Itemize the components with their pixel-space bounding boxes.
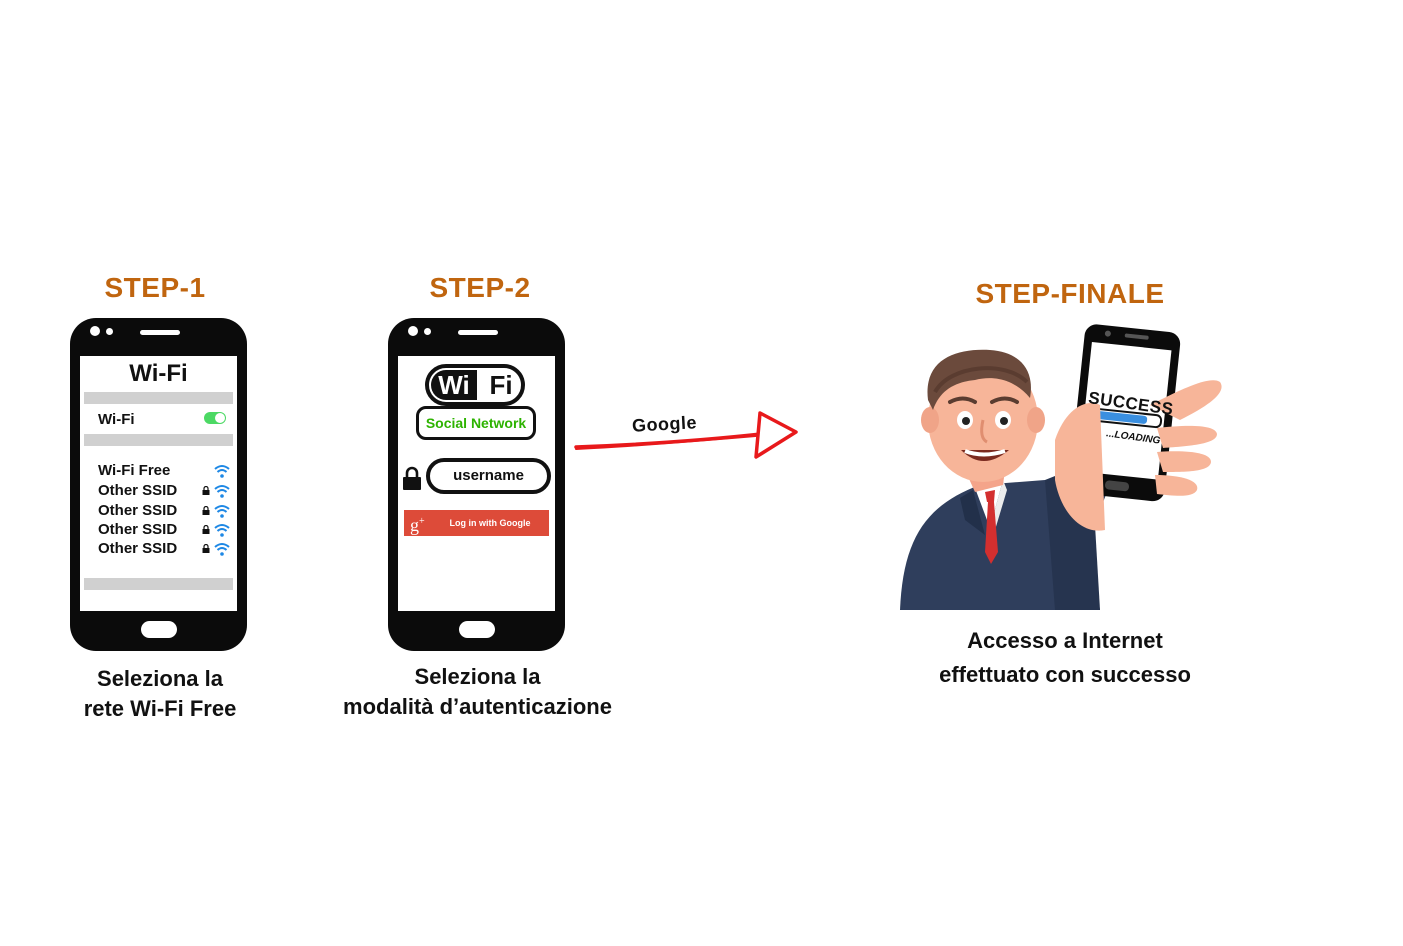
speaker <box>458 330 498 335</box>
home-button <box>141 621 177 638</box>
wifi-signal-icon <box>214 543 230 556</box>
network-item-other[interactable]: Other SSID <box>98 502 178 519</box>
wifi-signal-icon <box>214 505 230 518</box>
social-network-badge: Social Network <box>416 406 536 440</box>
divider-bar <box>84 578 233 590</box>
final-title: STEP-FINALE <box>975 278 1165 309</box>
network-item-other[interactable]: Other SSID <box>98 521 178 538</box>
step2-title: STEP-2 <box>429 272 531 303</box>
lock-icon <box>202 525 210 534</box>
caption-line: modalità d’autenticazione <box>343 694 612 719</box>
wifi-toggle[interactable] <box>204 412 226 424</box>
wifi-logo-fi: Fi <box>489 370 513 400</box>
camera-dot <box>90 326 100 336</box>
network-item-wifi-free[interactable]: Wi-Fi Free <box>98 462 171 479</box>
lock-icon <box>403 466 421 490</box>
google-login-button[interactable]: g+ Log in with Google <box>404 510 549 536</box>
lock-icon <box>202 486 210 495</box>
caption-line: Accesso a Internet <box>967 628 1163 653</box>
step1-phone: Wi-Fi Wi-Fi Wi-Fi Free Other SSID Other … <box>70 318 247 651</box>
lock-icon <box>202 506 210 515</box>
step2-phone: Wi Fi Social Network username g+ Log in … <box>388 318 565 651</box>
wifi-signal-icon <box>214 465 230 478</box>
wifi-logo-wi: Wi <box>431 370 477 400</box>
divider-bar <box>84 392 233 404</box>
lock-icon <box>202 544 210 553</box>
businessman-illustration <box>900 324 1222 610</box>
google-arrow <box>574 411 798 459</box>
step2-caption: Seleziona la modalità d’autenticazione <box>320 662 635 722</box>
caption-line: effettuato con successo <box>939 662 1191 687</box>
google-plus-icon: g+ <box>410 515 425 535</box>
network-item-other[interactable]: Other SSID <box>98 482 178 499</box>
username-field[interactable]: username <box>426 458 551 494</box>
caption-line: Seleziona la <box>97 666 223 691</box>
wifi-signal-icon <box>214 524 230 537</box>
step1-caption: Seleziona la rete Wi-Fi Free <box>55 664 265 724</box>
caption-line: rete Wi-Fi Free <box>83 696 237 721</box>
sensor-dot <box>106 328 113 335</box>
wifi-logo: Wi Fi <box>425 364 525 406</box>
camera-dot <box>408 326 418 336</box>
home-button <box>459 621 495 638</box>
step1-screen: Wi-Fi Wi-Fi Wi-Fi Free Other SSID Other … <box>80 356 237 611</box>
wifi-screen-title: Wi-Fi <box>129 360 188 387</box>
wifi-signal-icon <box>214 485 230 498</box>
network-item-other[interactable]: Other SSID <box>98 540 178 557</box>
google-button-label: Log in with Google <box>449 518 531 528</box>
arrow-label: Google <box>631 412 698 436</box>
speaker <box>140 330 180 335</box>
step2-screen: Wi Fi Social Network username g+ Log in … <box>398 356 555 611</box>
caption-line: Seleziona la <box>414 664 541 689</box>
sensor-dot <box>424 328 431 335</box>
final-caption: Accesso a Internet effettuato con succes… <box>905 624 1225 692</box>
step1-title: STEP-1 <box>104 272 206 303</box>
divider-bar <box>84 434 233 446</box>
wifi-toggle-label: Wi-Fi <box>98 411 135 428</box>
